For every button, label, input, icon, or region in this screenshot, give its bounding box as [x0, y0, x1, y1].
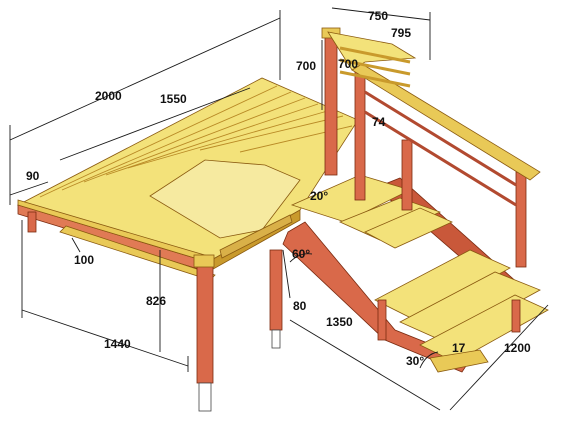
deck-platform [16, 77, 359, 281]
deck-opening [149, 159, 301, 239]
label-90: 90 [26, 169, 40, 183]
dim-1440-line [21, 309, 189, 367]
support-posts [27, 27, 341, 412]
label-20-deg: 20° [310, 189, 328, 203]
dim-100-line [71, 237, 81, 253]
middle-post-footing [271, 329, 281, 349]
dimension-labels: 2000 1550 90 100 826 1440 80 1350 60° 20… [26, 9, 531, 368]
dim-90-line [9, 181, 49, 196]
rail-post-bottom [515, 171, 527, 268]
middle-post [269, 249, 283, 331]
label-700-left: 700 [296, 59, 316, 73]
label-74: 74 [372, 115, 386, 129]
label-1550: 1550 [160, 92, 187, 106]
stair-bottom-block [429, 349, 489, 373]
rail-bar-4 [339, 58, 411, 76]
label-80: 80 [293, 299, 307, 313]
dim-30-arc [419, 351, 439, 369]
dim-1550-line [59, 87, 251, 161]
front-post-footing [198, 382, 212, 412]
stair-leg-left [377, 299, 387, 341]
label-1440: 1440 [104, 337, 131, 351]
dim-2000-line [9, 17, 281, 141]
dim-750-line [331, 7, 431, 21]
label-700-right: 700 [338, 57, 358, 71]
label-17: 17 [452, 341, 466, 355]
rail-bar-1 [364, 90, 517, 187]
front-post-cap [193, 254, 215, 268]
rail-bar-5 [339, 70, 411, 88]
left-post [27, 211, 37, 233]
rail-post-mid [401, 139, 413, 211]
label-1350: 1350 [326, 315, 353, 329]
stair-leg-right [511, 299, 521, 333]
deck-joist-2 [219, 214, 293, 259]
label-795: 795 [391, 26, 411, 40]
dim-1350-line [289, 319, 441, 411]
rail-bar-2 [364, 110, 517, 207]
stair-tread-2 [338, 197, 442, 241]
stair-tread-3 [364, 207, 453, 249]
rail-post-top [354, 69, 366, 201]
rail-bar-3 [339, 46, 411, 64]
label-100: 100 [74, 253, 94, 267]
dim-60-arc [289, 253, 313, 263]
handrail [327, 31, 541, 268]
label-1200: 1200 [504, 341, 531, 355]
dim-80-line [282, 249, 291, 299]
front-post [196, 264, 214, 384]
label-30-deg: 30° [406, 354, 424, 368]
label-826: 826 [146, 294, 166, 308]
deck-boards [39, 85, 353, 198]
label-2000: 2000 [95, 89, 122, 103]
stair-tread-4 [374, 249, 511, 321]
label-60-deg: 60° [292, 247, 310, 261]
stair-tread-5 [399, 271, 541, 343]
dim-1200-line [449, 304, 549, 411]
dimension-lines [9, 7, 549, 411]
label-750: 750 [368, 9, 388, 23]
deck-post-high [324, 34, 338, 176]
